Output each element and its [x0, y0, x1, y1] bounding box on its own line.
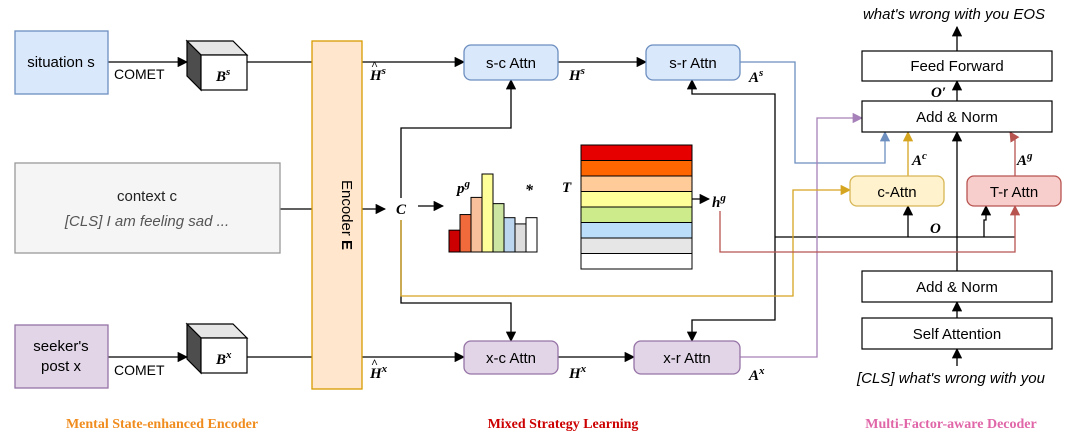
strategy-table-row — [580, 253, 693, 270]
xr-attn-block: x-r Attn — [633, 340, 741, 375]
context-label: context c — [117, 188, 178, 205]
add-norm-bottom-label: Add & Norm — [916, 279, 998, 296]
o-prime-label: O′ — [931, 85, 946, 101]
ac-label: Ac — [911, 150, 927, 169]
strategy-bar — [514, 223, 527, 253]
seeker-post-box: seeker's post x — [14, 324, 109, 389]
feed-forward-block: Feed Forward — [861, 50, 1053, 82]
bx-cuboid: Bx — [185, 322, 249, 375]
strategy-embedding-table — [580, 144, 693, 270]
self-attention-label: Self Attention — [913, 326, 1001, 343]
strategy-table-row — [580, 222, 693, 239]
arrow-c-to-cattn — [400, 184, 852, 297]
strategy-table-row — [580, 191, 693, 208]
comet-label-top: COMET — [114, 66, 165, 82]
c-attn-label: c-Attn — [877, 184, 916, 201]
decoder-section-label: Multi-Factor-aware Decoder — [865, 417, 1036, 432]
strategy-section-label: Mixed Strategy Learning — [488, 417, 639, 432]
feed-forward-label: Feed Forward — [910, 58, 1003, 75]
strategy-bar — [470, 196, 483, 253]
bx-symbol: Bx — [215, 349, 232, 368]
tr-attn-label: T-r Attn — [990, 184, 1038, 201]
ag-label: Ag — [1016, 150, 1033, 169]
strategy-bar — [525, 217, 538, 253]
strategy-table-row — [580, 237, 693, 254]
hs-label: Hs — [568, 65, 585, 84]
bs-cuboid: Bs — [185, 39, 249, 92]
sc-attn-label: s-c Attn — [486, 55, 536, 72]
situation-label: situation s — [27, 54, 95, 71]
arrow-c-to-sc — [400, 78, 517, 198]
o-label: O — [930, 221, 941, 237]
decoder-output-text: what's wrong with you EOS — [863, 6, 1045, 23]
arrow-ax-to-addnorm — [740, 112, 864, 358]
svg-text:Hs: Hs — [369, 65, 386, 84]
strategy-bar — [481, 173, 494, 253]
symbol-labels: Hs ^ Hx ^ Hs Hx As Ax Ac Ag C pg * T hg … — [369, 58, 1033, 384]
sr-attn-block: s-r Attn — [645, 44, 741, 81]
encoder-section-label: Mental State-enhanced Encoder — [66, 417, 258, 432]
strategy-bar — [492, 203, 505, 253]
strategy-table-row — [580, 160, 693, 177]
c-attn-block: c-Attn — [849, 175, 945, 207]
svg-text:Hx: Hx — [369, 363, 388, 382]
sr-attn-label: s-r Attn — [669, 55, 717, 72]
strategy-bar — [459, 214, 472, 253]
strategy-table-row — [580, 144, 693, 161]
context-example: [CLS] I am feeling sad ... — [64, 213, 229, 230]
add-norm-bottom-block: Add & Norm — [861, 270, 1053, 303]
strategy-bar — [503, 217, 516, 253]
t-label: T — [562, 180, 572, 196]
as-label: As — [748, 67, 763, 86]
c-label: C — [396, 202, 407, 218]
add-norm-top-label: Add & Norm — [916, 109, 998, 126]
encoder-label: Encoder E — [338, 180, 355, 250]
xc-attn-block: x-c Attn — [463, 340, 559, 375]
arrow-hg-to-tr — [719, 204, 1021, 253]
arrow-hg-to-sr — [686, 78, 776, 237]
xc-attn-label: x-c Attn — [486, 350, 536, 367]
connectors — [108, 25, 1021, 366]
situation-box: situation s — [14, 30, 109, 95]
star-label: * — [525, 182, 534, 199]
strategy-bar — [448, 229, 461, 253]
svg-text:^: ^ — [371, 356, 378, 370]
hg-label: hg — [712, 192, 726, 211]
ax-label: Ax — [748, 365, 765, 384]
tr-attn-block: T-r Attn — [966, 175, 1062, 207]
encoder-block: Encoder E — [311, 40, 363, 390]
pg-label: pg — [455, 178, 471, 197]
decoder-input-text: [CLS] what's wrong with you — [856, 370, 1046, 387]
hx-hat-label: Hx ^ — [369, 356, 388, 382]
arrow-hg-to-xr — [686, 237, 776, 343]
sc-attn-block: s-c Attn — [463, 44, 559, 81]
context-box: context c [CLS] I am feeling sad ... — [14, 162, 281, 254]
bs-symbol: Bs — [215, 66, 230, 85]
xr-attn-label: x-r Attn — [663, 350, 711, 367]
add-norm-top-block: Add & Norm — [861, 100, 1053, 133]
strategy-distribution-bars — [448, 173, 538, 253]
seeker-label-line1: seeker's — [33, 338, 88, 355]
svg-text:^: ^ — [371, 58, 378, 72]
strategy-table-row — [580, 206, 693, 223]
hx-label: Hx — [568, 363, 587, 382]
arrow-as-to-addnorm — [740, 61, 891, 164]
arrow-tr-to-addnorm-head — [1009, 131, 1020, 145]
strategy-table-row — [580, 175, 693, 192]
self-attention-block: Self Attention — [861, 317, 1053, 350]
comet-label-bottom: COMET — [114, 362, 165, 378]
hs-hat-label: Hs ^ — [369, 58, 386, 84]
seeker-label-line2: post x — [41, 358, 82, 375]
arrow-o-to-tr — [980, 204, 992, 237]
